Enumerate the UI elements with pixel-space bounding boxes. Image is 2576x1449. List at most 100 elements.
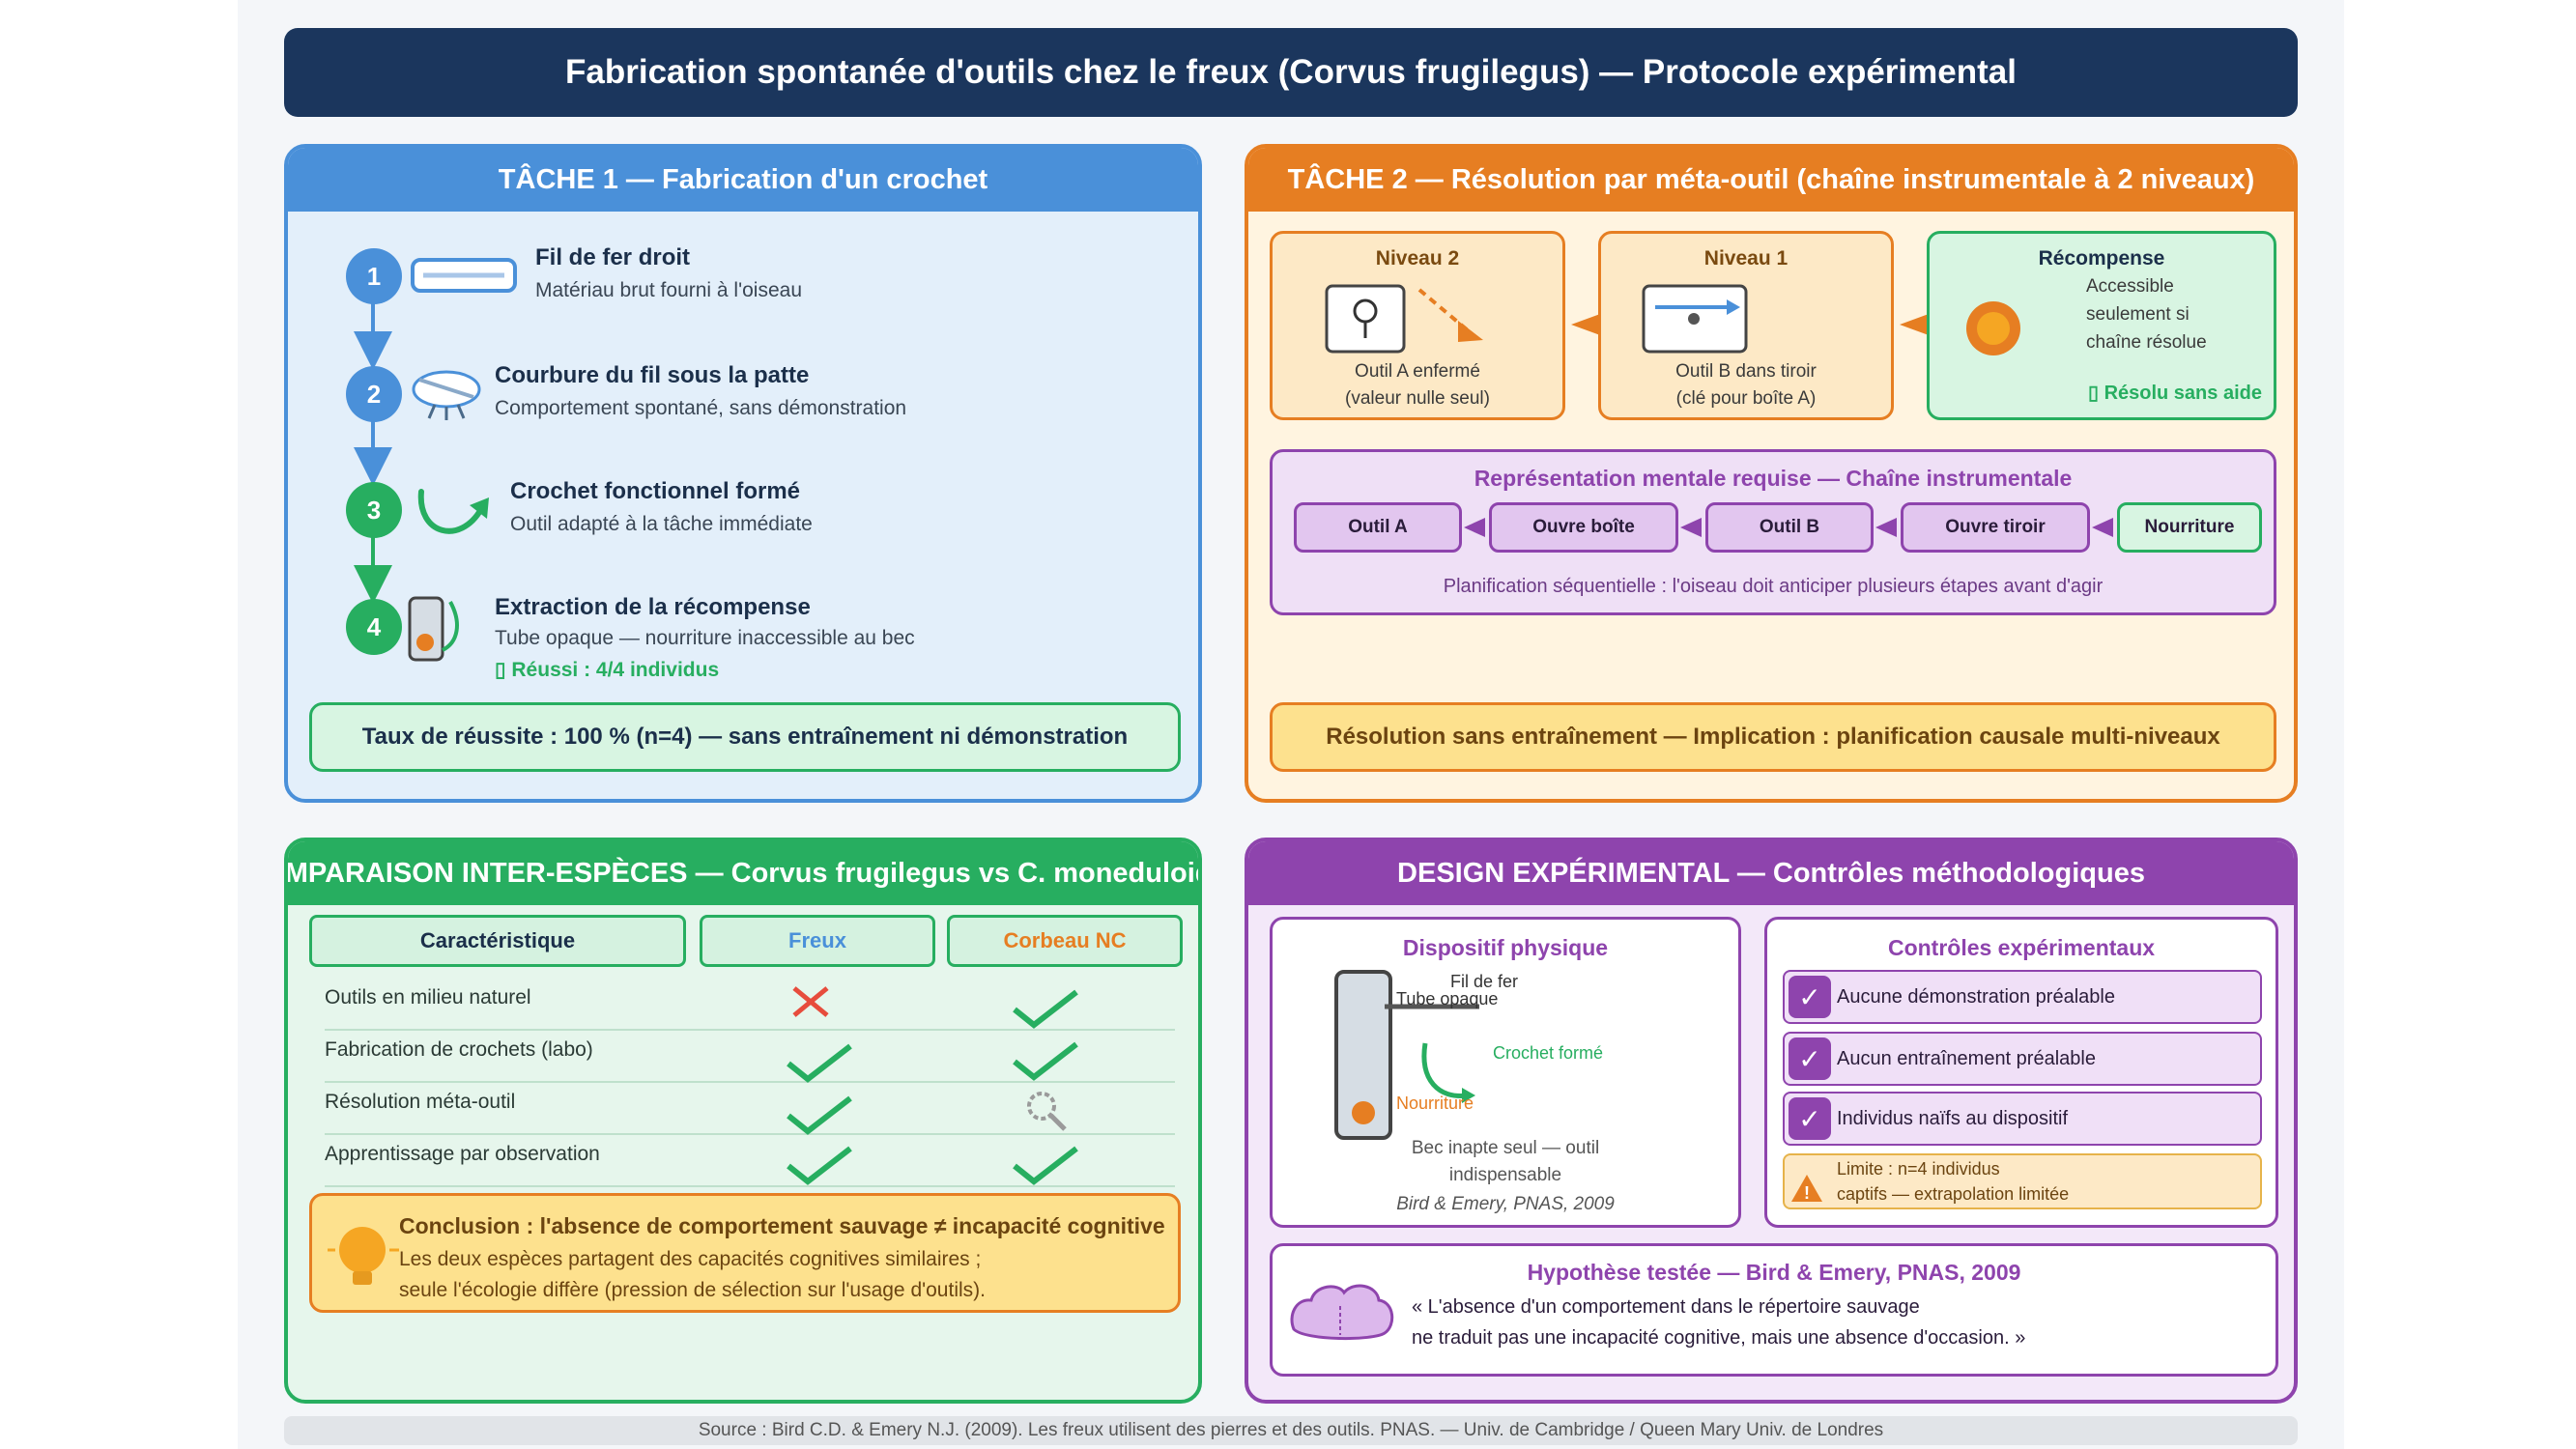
level1-line1: Outil B dans tiroir bbox=[1675, 361, 1817, 382]
limitation-box: ! Limite : n=4 individus captifs — extra… bbox=[1783, 1153, 2262, 1209]
conclusion-title: Conclusion : l'absence de comportement s… bbox=[399, 1213, 1165, 1238]
tube-apparatus-icon bbox=[1334, 970, 1479, 1140]
page-title: Fabrication spontanée d'outils chez le f… bbox=[284, 28, 2298, 117]
checkmark-icon: ✓ bbox=[1789, 976, 1831, 1018]
level2-box: Niveau 2 Outil A enfermé (valeur nulle s… bbox=[1270, 231, 1565, 420]
chain-arrow-4 bbox=[2092, 518, 2113, 537]
hook-icon bbox=[417, 489, 489, 534]
level1-box: Niveau 1 Outil B dans tiroir (clé pour b… bbox=[1598, 231, 1894, 420]
comparison-header: COMPARAISON INTER-ESPÈCES — Corvus frugi… bbox=[288, 841, 1198, 905]
brain-icon bbox=[1290, 1284, 1394, 1341]
task2-summary: Résolution sans entraînement — Implicati… bbox=[1270, 702, 2276, 772]
wire-label: Fil de fer bbox=[1450, 972, 1519, 991]
check-icon bbox=[787, 1043, 852, 1083]
arrow-left-icon bbox=[1571, 314, 1600, 335]
physical-title: Dispositif physique bbox=[1402, 935, 1609, 960]
cross-icon bbox=[792, 986, 829, 1017]
row-label-3: Résolution méta-outil bbox=[325, 1091, 516, 1113]
control-item-3: Individus naïfs au dispositif bbox=[1783, 1092, 2262, 1146]
arrow-left-icon-2 bbox=[1900, 314, 1929, 335]
level2-title: Niveau 2 bbox=[1375, 247, 1460, 270]
chain-arrow-2 bbox=[1680, 518, 1702, 537]
chain-arrow-1 bbox=[1464, 518, 1485, 537]
step-number-3: 3 bbox=[346, 482, 402, 538]
conclusion-box: Conclusion : l'absence de comportement s… bbox=[309, 1193, 1181, 1313]
task1-summary: Taux de réussite : 100 % (n=4) — sans en… bbox=[309, 702, 1181, 772]
step-title-3: Crochet fonctionnel formé bbox=[510, 478, 801, 504]
control-item-2: Aucun entraînement préalable bbox=[1783, 1032, 2262, 1086]
col-corbeau: Corbeau NC bbox=[947, 915, 1183, 967]
table-row-2: Fabrication de crochets (labo) bbox=[325, 1031, 1175, 1083]
controls-title: Contrôles expérimentaux bbox=[1887, 935, 2156, 960]
comparison-panel: COMPARAISON INTER-ESPÈCES — Corvus frugi… bbox=[284, 838, 1202, 1404]
source-footer: Source : Bird C.D. & Emery N.J. (2009). … bbox=[284, 1416, 2298, 1445]
check-icon bbox=[787, 1146, 852, 1185]
step-title-4: Extraction de la récompense bbox=[495, 594, 811, 620]
task2-panel: TÂCHE 2 — Résolution par méta-outil (cha… bbox=[1245, 144, 2298, 803]
hypothesis-line1: « L'absence d'un comportement dans le ré… bbox=[1412, 1296, 1920, 1318]
col-characteristic: Caractéristique bbox=[309, 915, 686, 967]
reward-status: ▯ Résolu sans aide bbox=[2088, 383, 2262, 404]
step-number-4: 4 bbox=[346, 599, 402, 655]
hypothesis-title: Hypothèse testée — Bird & Emery, PNAS, 2… bbox=[1527, 1260, 2021, 1285]
control-label-1: Aucune démonstration préalable bbox=[1837, 985, 2115, 1008]
physical-caption2: indispensable bbox=[1448, 1165, 1562, 1185]
reward-line3: chaîne résolue bbox=[2086, 332, 2207, 353]
control-item-1: Aucune démonstration préalable bbox=[1783, 970, 2262, 1024]
physical-caption1: Bec inapte seul — outil bbox=[1411, 1138, 1600, 1158]
step-desc-3: Outil adapté à la tâche immédiate bbox=[510, 513, 813, 535]
drawer-icon bbox=[1642, 284, 1748, 354]
level2-line1: Outil A enfermé bbox=[1355, 361, 1480, 382]
chain-ouvre-boite: Ouvre boîte bbox=[1489, 502, 1678, 553]
limitation-line1: Limite : n=4 individus bbox=[1837, 1159, 2000, 1179]
lightbulb-icon bbox=[328, 1227, 399, 1285]
step-desc-4: Tube opaque — nourriture inaccessible au… bbox=[495, 627, 915, 649]
design-panel: DESIGN EXPÉRIMENTAL — Contrôles méthodol… bbox=[1245, 838, 2298, 1404]
mental-note: Planification séquentielle : l'oiseau do… bbox=[1443, 576, 2104, 597]
controls-list: Aucune démonstration préalable ✓ Aucun e… bbox=[1783, 970, 2262, 1211]
food-pellet-icon bbox=[1966, 301, 2020, 355]
chain-outil-a: Outil A bbox=[1294, 502, 1462, 553]
reward-line1: Accessible bbox=[2086, 276, 2174, 297]
check-icon bbox=[787, 1095, 852, 1135]
checkmark-icon: ✓ bbox=[1789, 1037, 1831, 1080]
chain-nourriture: Nourriture bbox=[2117, 502, 2262, 553]
reward-line2: seulement si bbox=[2086, 304, 2190, 325]
row-label-2: Fabrication de crochets (labo) bbox=[325, 1038, 593, 1061]
task2-header: TÂCHE 2 — Résolution par méta-outil (cha… bbox=[1248, 148, 2294, 212]
svg-text:!: ! bbox=[1804, 1183, 1810, 1203]
task1-header: TÂCHE 1 — Fabrication d'un crochet bbox=[288, 148, 1198, 212]
step-number-2: 2 bbox=[346, 366, 402, 422]
claw-bending-icon bbox=[412, 370, 481, 420]
chain-outil-b: Outil B bbox=[1705, 502, 1874, 553]
check-icon bbox=[1013, 1146, 1078, 1185]
comparison-table-head: Caractéristique Freux Corbeau NC bbox=[309, 915, 1183, 971]
level2-line2: (valeur nulle seul) bbox=[1345, 388, 1490, 409]
design-header: DESIGN EXPÉRIMENTAL — Contrôles méthodol… bbox=[1248, 841, 2294, 905]
infographic-page: Fabrication spontanée d'outils chez le f… bbox=[238, 0, 2344, 1449]
conclusion-line2: seule l'écologie diffère (pression de sé… bbox=[399, 1279, 986, 1301]
row-label-4: Apprentissage par observation bbox=[325, 1143, 600, 1165]
level1-title: Niveau 1 bbox=[1703, 247, 1789, 270]
table-row-3: Résolution méta-outil bbox=[325, 1083, 1175, 1135]
level1-line2: (clé pour boîte A) bbox=[1675, 388, 1817, 409]
table-row-4: Apprentissage par observation bbox=[325, 1135, 1175, 1187]
task1-panel: TÂCHE 1 — Fabrication d'un crochet 1 Fil… bbox=[284, 144, 1202, 803]
tube-icon bbox=[408, 596, 459, 662]
warning-icon: ! bbox=[1791, 1175, 1822, 1203]
checkmark-icon: ✓ bbox=[1789, 1097, 1831, 1140]
col-freux: Freux bbox=[700, 915, 935, 967]
step-desc-2: Comportement spontané, sans démonstratio… bbox=[495, 397, 907, 419]
step-title-2: Courbure du fil sous la patte bbox=[495, 362, 810, 388]
task1-result: ▯ Réussi : 4/4 individus bbox=[495, 659, 720, 681]
food-label: Nourriture bbox=[1396, 1094, 1474, 1113]
hypothesis-box: Hypothèse testée — Bird & Emery, PNAS, 2… bbox=[1270, 1243, 2278, 1377]
locked-box-icon bbox=[1325, 284, 1483, 354]
control-label-3: Individus naïfs au dispositif bbox=[1837, 1107, 2069, 1129]
table-row-1: Outils en milieu naturel bbox=[325, 979, 1175, 1031]
control-label-2: Aucun entraînement préalable bbox=[1837, 1047, 2096, 1069]
chain-ouvre-tiroir: Ouvre tiroir bbox=[1901, 502, 2090, 553]
row-label-1: Outils en milieu naturel bbox=[325, 986, 531, 1009]
limitation-line2: captifs — extrapolation limitée bbox=[1837, 1184, 2070, 1204]
check-icon bbox=[1013, 1041, 1078, 1081]
